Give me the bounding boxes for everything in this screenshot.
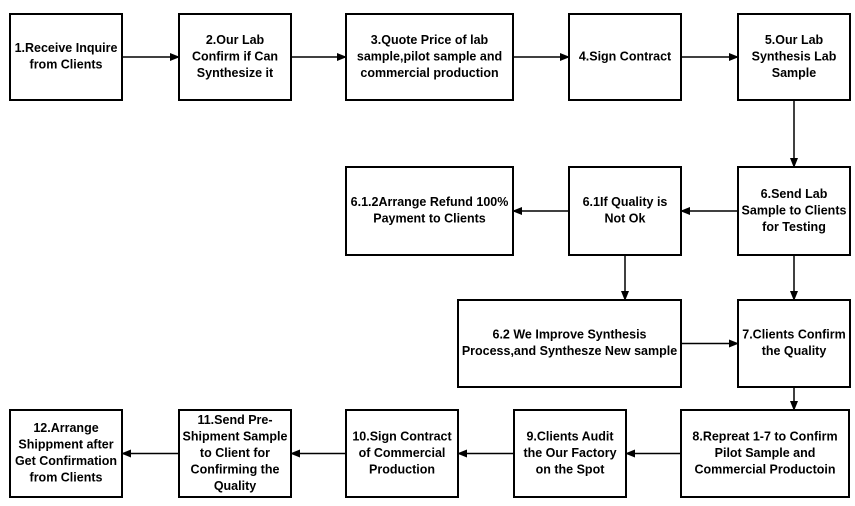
step-label-line: Shippment after	[18, 438, 113, 452]
step-label-line: Synthesis Lab	[752, 49, 837, 63]
step-box-border	[345, 13, 514, 101]
step-box-s1: 1.Receive Inquire from Clients	[9, 13, 123, 101]
step-label-line: Not Ok	[605, 212, 646, 226]
step-label-line: from Clients	[30, 471, 103, 485]
step-label-line: Sample	[772, 66, 817, 80]
step-label-line: Pilot Sample and	[715, 446, 816, 460]
step-label-line: 6.1If Quality is	[583, 195, 668, 209]
step-label-line: 3.Quote Price of lab	[371, 33, 489, 47]
step-boxes: 1.Receive Inquire from Clients 2.Our LabCo…	[9, 13, 851, 498]
step-label-line: 6.Send Lab	[761, 187, 828, 201]
step-box-border	[178, 13, 292, 101]
step-label-line: 12.Arrange	[33, 421, 98, 435]
step-box-s61: 6.1If Quality is Not Ok	[568, 166, 682, 256]
step-box-border	[9, 13, 123, 101]
step-label-line: 6.1.2Arrange Refund 100%	[351, 195, 509, 209]
step-box-border	[737, 299, 851, 388]
step-label-line: of Commercial	[359, 446, 446, 460]
step-label-line: sample,pilot sample and	[357, 49, 502, 63]
step-label-line: Get Confirmation	[15, 454, 117, 468]
step-label-line: for Testing	[762, 220, 826, 234]
step-label-line: Process,and Synthesze New sample	[462, 344, 677, 358]
step-label-line: Synthesize it	[197, 66, 274, 80]
step-box-border	[178, 409, 292, 498]
step-box-border	[737, 13, 851, 101]
step-label-line: 2.Our Lab	[206, 33, 265, 47]
step-box-border	[345, 409, 459, 498]
step-label-line: 11.Send Pre-	[197, 413, 272, 427]
step-box-border	[345, 166, 514, 256]
step-box-border	[568, 13, 682, 101]
step-box-border	[737, 166, 851, 256]
step-label-line: Shipment Sample	[183, 429, 288, 443]
step-label-line: 1.Receive Inquire	[15, 41, 118, 55]
step-label-line: commercial production	[360, 66, 498, 80]
step-label-line: from Clients	[30, 58, 103, 72]
step-label-line: Confirming the	[191, 462, 280, 476]
step-label-line: 10.Sign Contract	[352, 429, 452, 443]
step-box-s9: 9.Clients Audit the Our Factory on the Spo…	[513, 409, 627, 498]
step-box-border	[680, 409, 850, 498]
step-label-line: Commercial Productoin	[695, 462, 836, 476]
step-label-line: the Quality	[762, 344, 827, 358]
step-label-line: the Our Factory	[523, 446, 616, 460]
step-box-border	[513, 409, 627, 498]
step-label-line: 8.Repreat 1-7 to Confirm	[692, 429, 837, 443]
step-label-line: on the Spot	[536, 462, 606, 476]
step-label-line: 7.Clients Confirm	[742, 328, 846, 342]
step-box-s612: 6.1.2Arrange Refund 100% Payment to Clien…	[345, 166, 514, 256]
step-box-s3: 3.Quote Price of lab sample,pilot sample …	[345, 13, 514, 101]
step-label-line: to Client for	[200, 446, 270, 460]
step-box-border	[457, 299, 682, 388]
step-box-s11: 11.Send Pre- Shipment Sample to Client for…	[178, 409, 292, 498]
step-label-line: Payment to Clients	[373, 212, 486, 226]
step-label-line: 6.2 We Improve Synthesis	[493, 328, 647, 342]
step-label-line: 9.Clients Audit	[526, 429, 614, 443]
step-box-border	[9, 409, 123, 498]
step-label-line: Production	[369, 462, 435, 476]
step-box-s7: 7.Clients Confirm the Quality	[737, 299, 851, 388]
step-label-line: Confirm if Can	[192, 49, 278, 63]
step-label-line: 4.Sign Contract	[579, 49, 672, 63]
step-label-line: Quality	[214, 479, 256, 493]
step-label-line: Sample to Clients	[742, 203, 847, 217]
connector-arrows	[121, 53, 798, 458]
step-box-border	[568, 166, 682, 256]
step-label-line: 5.Our Lab	[765, 33, 824, 47]
step-box-s4: 4.Sign Contract	[568, 13, 682, 101]
